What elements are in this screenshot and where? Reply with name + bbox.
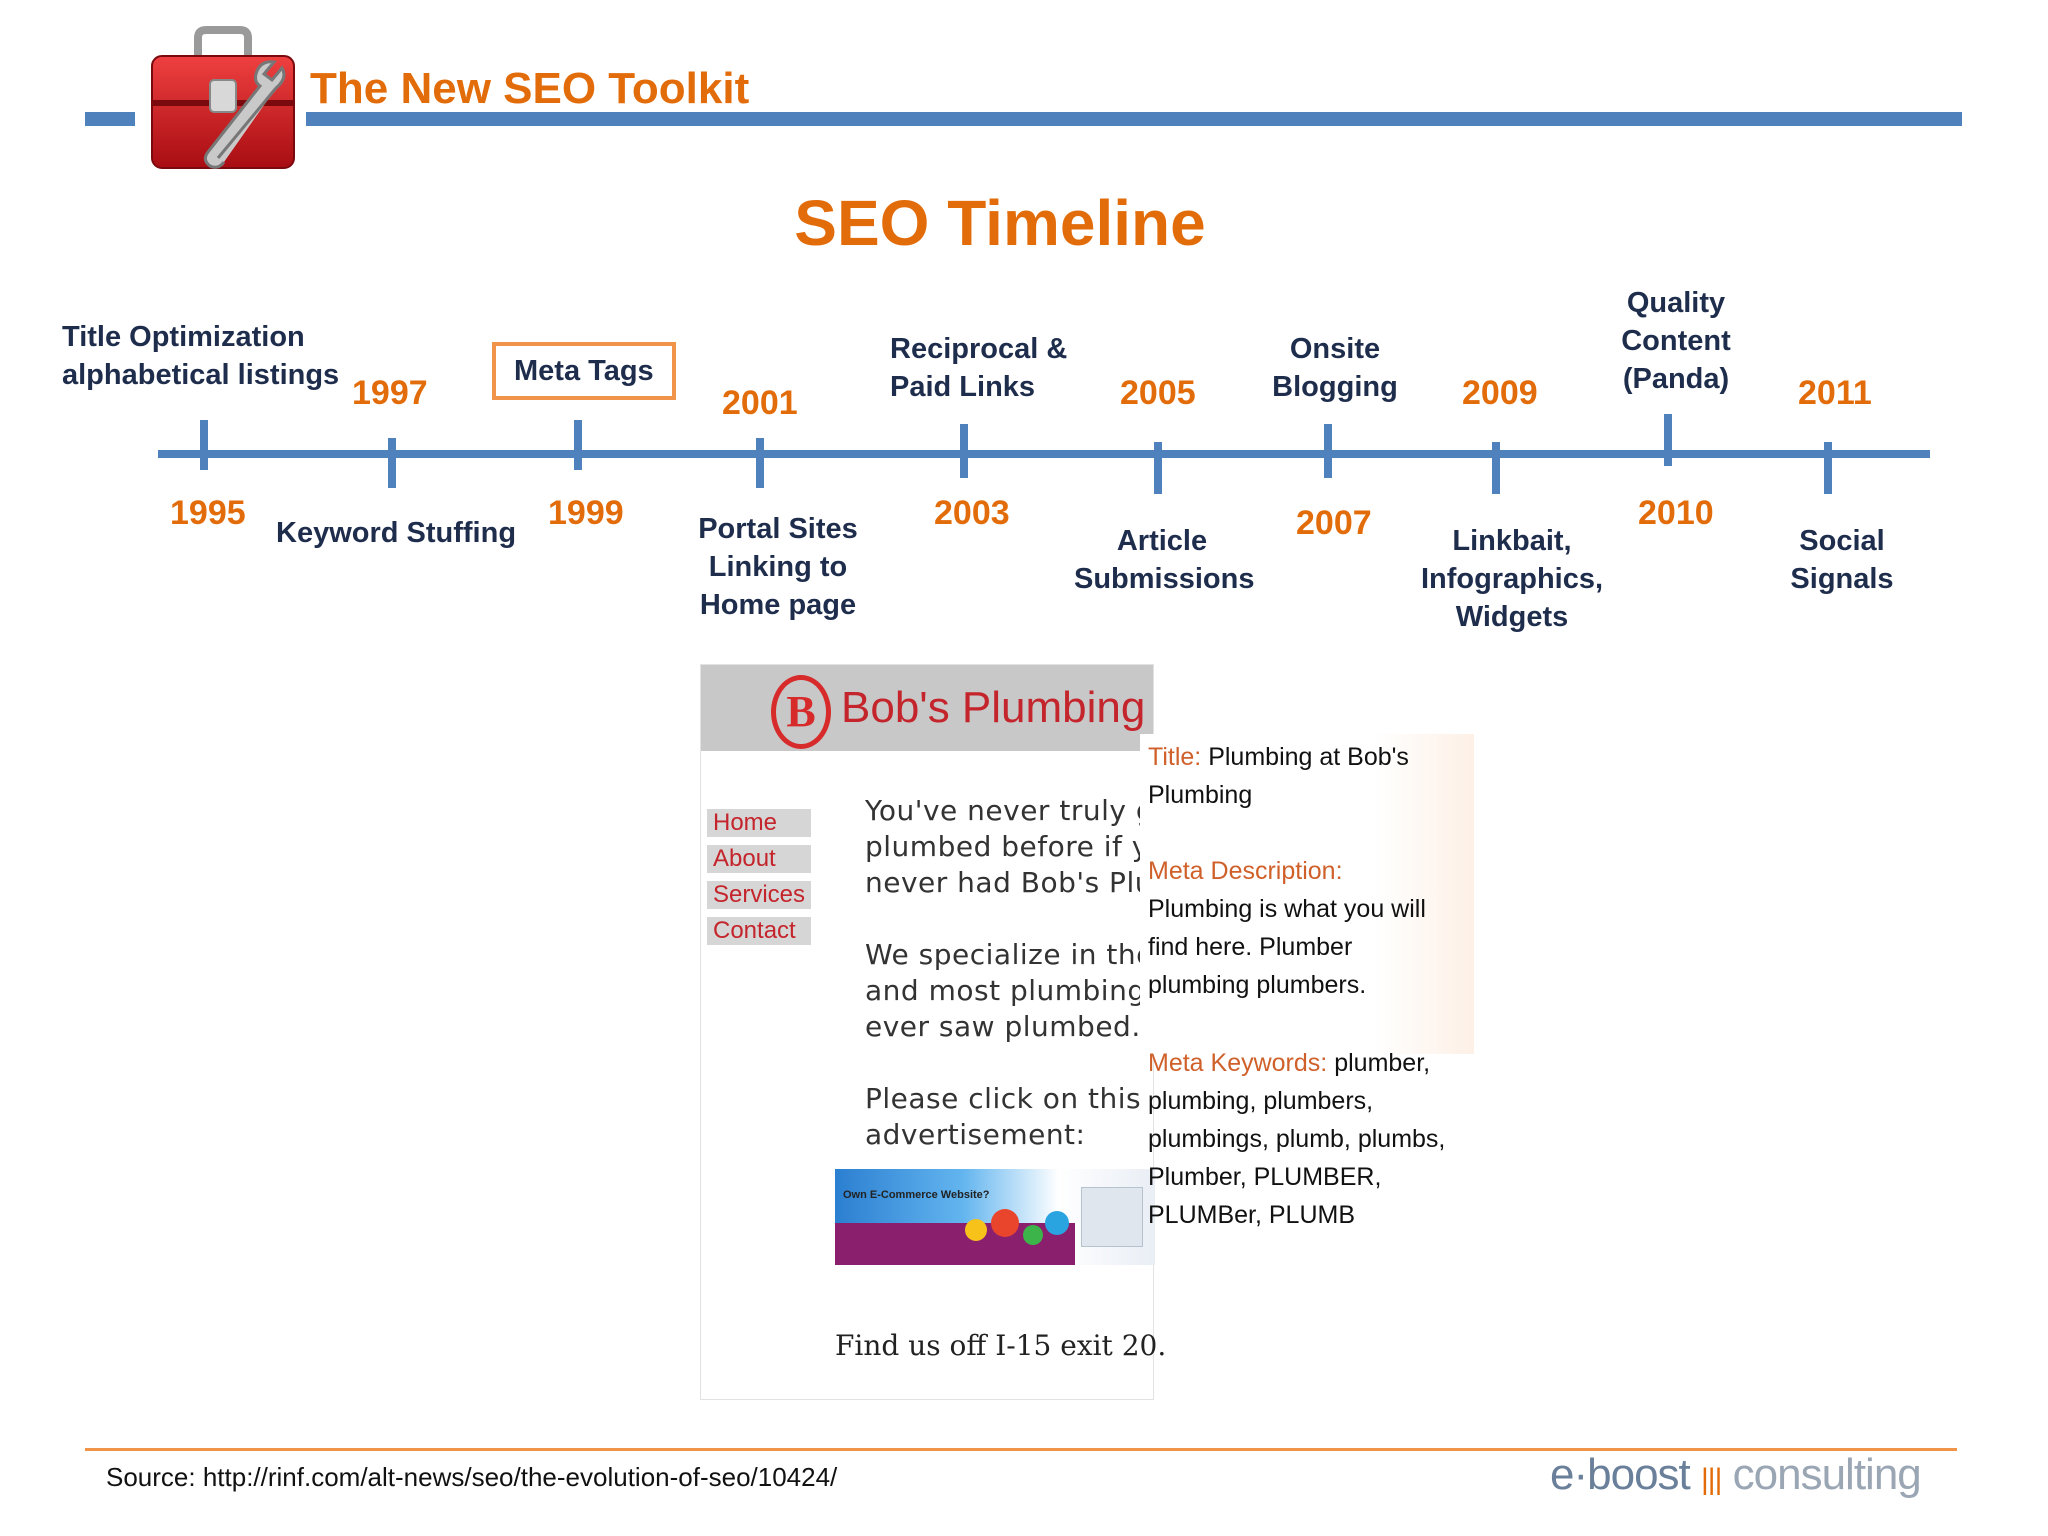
site-body-line: and most plumbing: [865, 974, 1146, 1007]
footer-divider: [85, 1448, 1957, 1451]
event-label-line: (Panda): [1622, 363, 1730, 395]
event-label-line: Paid Links: [890, 371, 1036, 403]
meta-description-line: plumbing plumbers.: [1148, 971, 1367, 999]
meta-title-value: Plumbing at Bob's: [1208, 743, 1409, 771]
event-label-line: Content: [1621, 325, 1731, 357]
site-logo: B: [771, 675, 831, 749]
site-body-text: You've never truly g plumbed before if y…: [865, 793, 1154, 1153]
slide-title: SEO Timeline: [794, 187, 1206, 259]
ad-text: Own E-Commerce Website?: [843, 1189, 990, 1201]
brand-logo: e·boost ||| consulting: [1550, 1450, 1922, 1500]
year-2005: 2005: [1120, 374, 1196, 412]
ad-decoration: [965, 1219, 987, 1241]
event-label-line: Onsite: [1289, 333, 1381, 365]
year-1995: 1995: [170, 494, 246, 532]
site-body-line: You've never truly g: [865, 794, 1155, 827]
site-nav-contact[interactable]: Contact: [707, 917, 811, 945]
event-label-1997: Keyword Stuffing: [276, 514, 516, 552]
event-label-line: Social: [1799, 525, 1885, 557]
event-label-line: Blogging: [1272, 371, 1398, 403]
meta-title-value-cont: Plumbing: [1148, 781, 1253, 809]
event-label-line: Widgets: [1455, 601, 1569, 633]
event-label-2005: Article Submissions: [1074, 522, 1255, 598]
ad-screens-image: [1081, 1187, 1143, 1247]
site-nav-services[interactable]: Services: [707, 881, 811, 909]
event-label-2011: Social Signals: [1780, 522, 1904, 598]
site-body-line: never had Bob's Plu: [865, 866, 1153, 899]
site-body-line: Please click on this: [865, 1082, 1142, 1115]
meta-tags-highlight-box: Meta Tags: [492, 342, 676, 400]
brand-name-left: e·boost: [1550, 1450, 1691, 1499]
meta-description: Meta Description: Plumbing is what you w…: [1148, 852, 1426, 1004]
plumbing-site-screenshot: B Bob's Plumbing Home About Services Con…: [700, 664, 1166, 1400]
header-bar-left: [85, 112, 135, 126]
header-title: The New SEO Toolkit: [310, 64, 750, 113]
event-label-line: Submissions: [1074, 563, 1255, 595]
ad-decoration: [1045, 1211, 1069, 1235]
meta-keywords: Meta Keywords: plumber, plumbing, plumbe…: [1148, 1044, 1445, 1234]
event-label-line: Infographics,: [1420, 563, 1604, 595]
meta-description-line: find here. Plumber: [1148, 933, 1353, 961]
event-label-line: Linkbait,: [1452, 525, 1572, 557]
year-2001: 2001: [722, 384, 798, 422]
site-body-line: We specialize in the: [865, 938, 1154, 971]
site-name: Bob's Plumbing: [841, 683, 1146, 732]
site-nav-about[interactable]: About: [707, 845, 811, 873]
year-2010: 2010: [1638, 494, 1714, 532]
event-label-line: Title Optimization: [62, 321, 305, 353]
year-2009: 2009: [1462, 374, 1538, 412]
event-label-2003: Reciprocal & Paid Links: [890, 330, 1067, 406]
event-label-line: Signals: [1790, 563, 1894, 595]
event-label-line: alphabetical listings: [62, 359, 340, 391]
event-label-2009: Linkbait, Infographics, Widgets: [1420, 522, 1604, 636]
site-body-line: ever saw plumbed.: [865, 1010, 1141, 1043]
year-1999: 1999: [548, 494, 624, 532]
site-body-line: plumbed before if y: [865, 830, 1149, 863]
event-label-line: Keyword Stuffing: [276, 517, 517, 549]
site-footer-text: Find us off I-15 exit 20.: [835, 1329, 1167, 1362]
year-2011: 2011: [1798, 374, 1872, 412]
site-body-spacer: [865, 1045, 1154, 1081]
meta-info-panel: [1140, 734, 1474, 1054]
brand-name-right: consulting: [1732, 1450, 1922, 1499]
meta-keywords-first: plumber,: [1334, 1049, 1431, 1077]
meta-keywords-line: plumbing, plumbers,: [1148, 1087, 1374, 1115]
site-body-line: advertisement:: [865, 1118, 1086, 1151]
toolbox-icon: [151, 26, 295, 169]
event-label-2010: Quality Content (Panda): [1614, 284, 1738, 398]
header-bar-right: [306, 112, 1962, 126]
event-label-line: Linking to: [708, 551, 848, 583]
event-label-line: Portal Sites: [698, 513, 858, 545]
event-label-line: Quality: [1626, 287, 1726, 319]
event-label-line: Article: [1116, 525, 1208, 557]
meta-description-line: Plumbing is what you will: [1148, 895, 1426, 923]
event-label-2007: Onsite Blogging: [1268, 330, 1402, 406]
timeline-axis: [158, 414, 1930, 494]
event-label-line: Meta Tags: [514, 355, 654, 387]
meta-keywords-line: Plumber, PLUMBER,: [1148, 1163, 1382, 1191]
event-label-1995: Title Optimization alphabetical listings: [62, 318, 339, 394]
event-label-line: Reciprocal &: [890, 333, 1068, 365]
meta-title: Title: Plumbing at Bob's Plumbing: [1148, 738, 1409, 814]
year-1997: 1997: [352, 374, 428, 412]
meta-keywords-line: plumbings, plumb, plumbs,: [1148, 1125, 1446, 1153]
site-nav-home[interactable]: Home: [707, 809, 811, 837]
meta-title-key: Title:: [1148, 743, 1202, 771]
brand-separator: |||: [1701, 1463, 1722, 1496]
year-2003: 2003: [934, 494, 1010, 532]
ad-decoration: [991, 1209, 1019, 1237]
meta-keywords-line: PLUMBer, PLUMB: [1148, 1201, 1356, 1229]
source-citation: Source: http://rinf.com/alt-news/seo/the…: [106, 1462, 838, 1492]
year-2007: 2007: [1296, 504, 1372, 542]
site-body-spacer: [865, 901, 1154, 937]
advertisement-banner[interactable]: Own E-Commerce Website?: [835, 1169, 1155, 1265]
event-label-2001: Portal Sites Linking to Home page: [694, 510, 862, 624]
meta-description-key: Meta Description:: [1148, 857, 1343, 885]
meta-keywords-key: Meta Keywords:: [1148, 1049, 1328, 1077]
event-label-line: Home page: [699, 589, 857, 621]
ad-decoration: [1023, 1225, 1043, 1245]
